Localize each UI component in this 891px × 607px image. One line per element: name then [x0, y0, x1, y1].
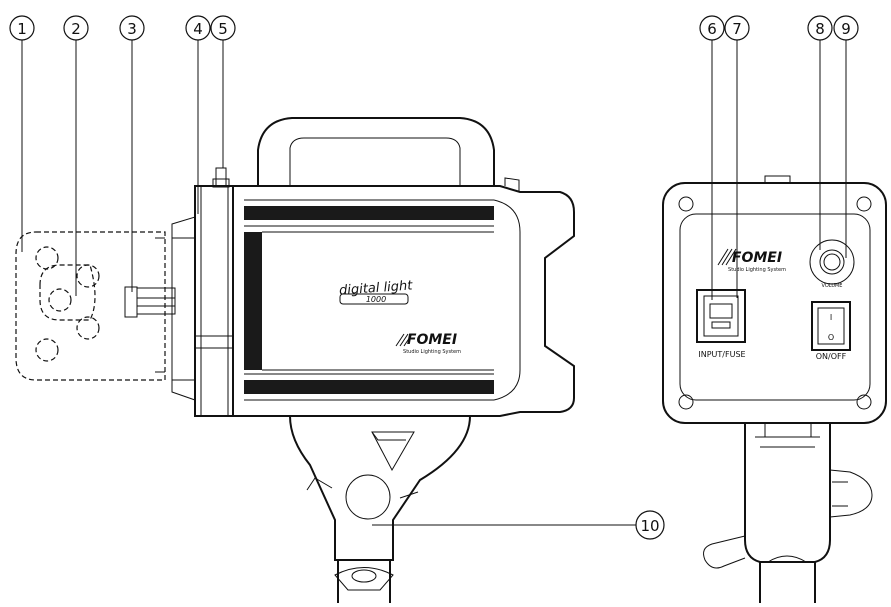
callout-6: 6 — [699, 15, 725, 41]
back-brand-logo: FOMEI — [732, 250, 782, 266]
flash-housing — [232, 177, 575, 417]
switch-off-symbol: O — [828, 333, 834, 342]
callout-leaders — [21, 40, 847, 526]
back-stand — [703, 422, 873, 603]
mounting-bracket — [15, 231, 166, 381]
svg-text:6: 6 — [707, 20, 717, 38]
callout-8: 8 — [807, 15, 833, 41]
power-switch — [811, 301, 851, 351]
svg-text:4: 4 — [193, 20, 203, 38]
callout-10: 10 — [635, 510, 665, 540]
side-brand-tagline: Studio Lighting System — [403, 349, 461, 355]
callout-2: 2 — [63, 15, 89, 41]
carrying-handle — [257, 117, 495, 186]
lamp-connector — [124, 286, 176, 318]
svg-text:1: 1 — [17, 20, 27, 38]
svg-text:9: 9 — [841, 20, 851, 38]
callout-4: 4 — [185, 15, 211, 41]
svg-text:7: 7 — [732, 20, 742, 38]
callout-1: 1 — [9, 15, 35, 41]
callout-5: 5 — [210, 15, 236, 41]
back-brand-tagline: Studio Lighting System — [728, 267, 786, 273]
volume-knob — [809, 239, 855, 285]
callout-7: 7 — [724, 15, 750, 41]
back-view: FOMEI Studio Lighting System INPUT/FUSE … — [662, 175, 887, 603]
stand-yoke — [289, 415, 471, 603]
svg-text:10: 10 — [640, 517, 659, 535]
side-view: digital light 1000 FOMEI Studio Lighting… — [15, 117, 575, 603]
switch-on-symbol: I — [830, 313, 832, 322]
on-off-label: ON/OFF — [816, 352, 847, 361]
svg-text:3: 3 — [127, 20, 137, 38]
reflector-mount — [171, 167, 234, 417]
svg-text:5: 5 — [218, 20, 228, 38]
volume-label: VOLUME — [822, 283, 843, 289]
side-brand-logo: FOMEI — [407, 332, 457, 348]
callout-9: 9 — [833, 15, 859, 41]
callout-3: 3 — [119, 15, 145, 41]
svg-text:8: 8 — [815, 20, 825, 38]
model-label-bottom: 1000 — [366, 295, 386, 304]
svg-text:2: 2 — [71, 20, 81, 38]
input-fuse-label: INPUT/FUSE — [698, 350, 745, 359]
power-input-socket — [696, 289, 746, 343]
